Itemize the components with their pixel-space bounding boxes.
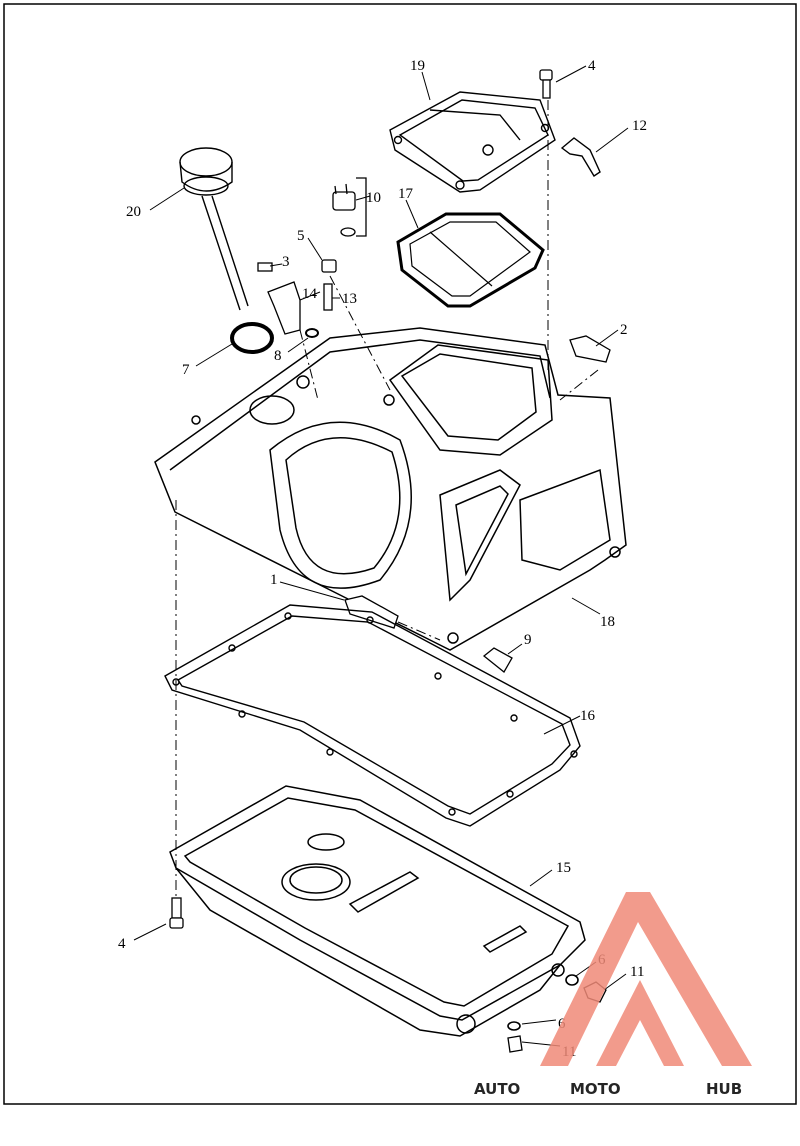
callout-1: 1 (270, 572, 278, 588)
callout-14: 14 (302, 286, 318, 302)
watermark-word-auto: AUTO (474, 1080, 520, 1098)
callout-17: 17 (398, 186, 414, 202)
oil-pan-part (169, 785, 586, 1037)
callout-8: 8 (274, 348, 282, 364)
watermark-triangle-icon (540, 892, 752, 1066)
callout-15: 15 (556, 860, 571, 876)
watermark-word-hub: HUB (706, 1080, 742, 1098)
main-housing-part (154, 327, 627, 651)
cover-gasket-part (396, 212, 545, 308)
watermark-inner-triangle-icon (596, 980, 684, 1066)
callout-16: 16 (580, 708, 596, 724)
callout-18: 18 (600, 614, 615, 630)
watermark-logo: AUTO MOTO HUB (474, 892, 752, 1098)
o-ring-part (230, 322, 274, 354)
bolt-part-4-upper (539, 69, 553, 99)
callout-11-upper: 11 (630, 964, 644, 980)
diagram-border (3, 3, 797, 1105)
callout-4-lower: 4 (118, 936, 126, 952)
pan-gasket-part (164, 604, 581, 827)
callout-20: 20 (126, 204, 141, 220)
sender-switch-part (332, 177, 367, 237)
leader-lines (133, 65, 629, 1047)
dowel-part (482, 647, 513, 673)
assembly-center-lines (175, 100, 599, 896)
callout-4-upper: 4 (588, 58, 596, 74)
callout-7: 7 (182, 362, 190, 378)
dipstick-part (179, 147, 249, 311)
callout-19: 19 (410, 58, 425, 74)
callout-13: 13 (342, 291, 357, 307)
callout-2: 2 (620, 322, 628, 338)
bolt-part-2 (569, 335, 611, 363)
callout-10: 10 (366, 190, 381, 206)
callout-12: 12 (632, 118, 647, 134)
top-cover-part (389, 91, 556, 193)
fastener-cluster (257, 259, 337, 338)
callout-9: 9 (524, 632, 532, 648)
hose-fitting-part (560, 137, 601, 177)
callout-5: 5 (297, 228, 305, 244)
watermark-word-moto: MOTO (570, 1080, 621, 1098)
callout-labels: 19 4 12 10 17 20 5 3 14 13 2 7 8 1 18 9 … (118, 58, 647, 1060)
callout-3: 3 (282, 254, 290, 270)
